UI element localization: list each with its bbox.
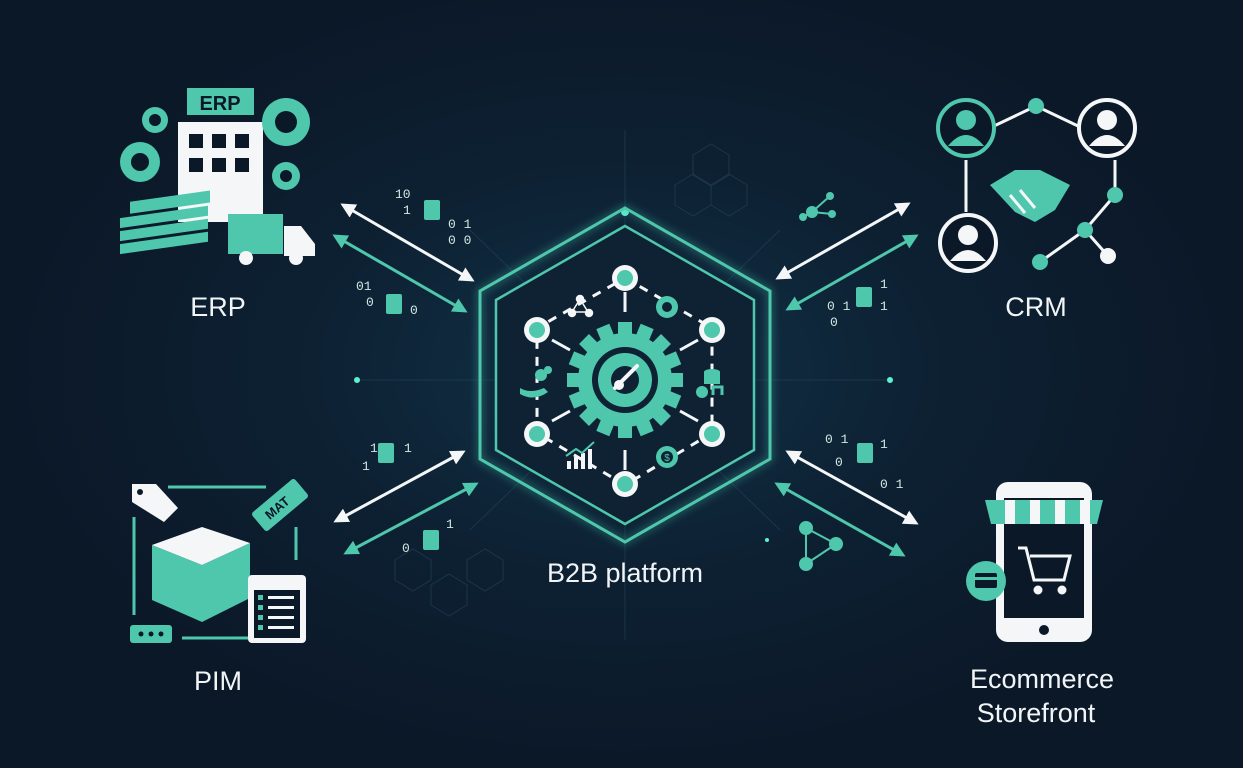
user-avatar-icon	[1077, 98, 1137, 158]
ecommerce-system: Ecommerce Storefront	[966, 482, 1114, 728]
binary-text: 0	[830, 315, 838, 330]
document-icon	[856, 287, 872, 307]
binary-text: 0 1	[825, 432, 849, 447]
binary-text: 0 1	[448, 217, 472, 232]
binary-text: 0 1	[880, 477, 904, 492]
document-icon	[423, 530, 439, 550]
node	[699, 421, 725, 447]
erp-system: ERP ERP	[120, 88, 315, 322]
box-icon	[152, 527, 250, 622]
central-gear-icon	[567, 322, 683, 438]
user-avatar-icon	[938, 213, 998, 273]
pim-arrow	[343, 482, 479, 555]
binary-text: 1	[880, 299, 888, 314]
pim-system: MAT PIM	[130, 479, 308, 696]
document-icons	[378, 200, 873, 550]
binary-text: 0	[410, 303, 418, 318]
binary-text: 1	[880, 277, 888, 292]
gear-icon	[262, 98, 310, 146]
settings-gear-icon	[656, 296, 678, 318]
erp-label: ERP	[190, 292, 246, 322]
node	[524, 421, 550, 447]
crm-system: CRM	[936, 98, 1137, 322]
document-icon	[424, 200, 440, 220]
money-hand-icon	[520, 366, 552, 398]
binary-text: 1	[362, 459, 370, 474]
storefront-label: Storefront	[977, 698, 1096, 728]
ecommerce-label: Ecommerce	[970, 664, 1114, 694]
database-icon	[696, 369, 724, 398]
node	[699, 317, 725, 343]
gear-icon	[272, 162, 300, 190]
growth-chart-icon	[565, 441, 595, 469]
pim-arrow	[333, 450, 466, 523]
binary-text: 1	[446, 517, 454, 532]
binary-text: 0 1	[827, 299, 851, 314]
cash-stack-icon	[120, 190, 210, 255]
binary-text: 0	[402, 541, 410, 556]
shopping-cart-icon	[1018, 546, 1072, 595]
erp-badge-text: ERP	[199, 93, 240, 115]
node	[612, 265, 638, 291]
binary-text: 01	[356, 279, 372, 294]
crm-arrow	[785, 234, 919, 311]
binary-text: 0	[835, 455, 843, 470]
building-icon: ERP	[178, 88, 263, 222]
binary-text: 1	[404, 441, 412, 456]
hub-nodes	[524, 265, 725, 497]
node	[612, 471, 638, 497]
binary-text: 10	[395, 187, 411, 202]
b2b-platform-label: B2B platform	[547, 558, 703, 588]
document-icon	[378, 443, 394, 463]
dollar-gear-icon: $	[656, 446, 678, 468]
pim-label: PIM	[194, 666, 242, 696]
binary-text: 0	[366, 295, 374, 310]
binary-text: 1	[370, 441, 378, 456]
node	[524, 317, 550, 343]
chat-bubble-icon	[130, 625, 172, 643]
handshake-icon	[990, 170, 1070, 222]
document-icon	[386, 294, 402, 314]
crm-label: CRM	[1005, 292, 1067, 322]
user-avatar-icon	[936, 98, 996, 158]
binary-text: 1	[403, 203, 411, 218]
truck-icon	[228, 214, 315, 265]
binary-text: 0 0	[448, 233, 471, 248]
small-network-icon	[799, 192, 843, 571]
tag-icon	[132, 484, 178, 522]
storefront-awning-icon	[985, 500, 1103, 524]
credit-card-icon	[966, 561, 1006, 601]
network-icon	[567, 294, 594, 318]
data-flow-arrows	[332, 202, 919, 557]
binary-text: 1	[880, 437, 888, 452]
gear-icon	[142, 107, 168, 133]
b2b-platform-hub: $	[476, 203, 774, 547]
binary-digits: 10 1 0 1 0 0 01 0 0 1 0 1 1 0 1 1 1 0 1 …	[356, 187, 904, 556]
ecommerce-arrow	[774, 482, 906, 557]
crm-arrow	[775, 202, 911, 280]
checklist-icon	[248, 575, 306, 643]
gear-icon	[120, 142, 160, 182]
document-icon	[857, 443, 873, 463]
svg-text:$: $	[664, 453, 670, 464]
erp-arrow	[332, 234, 468, 313]
